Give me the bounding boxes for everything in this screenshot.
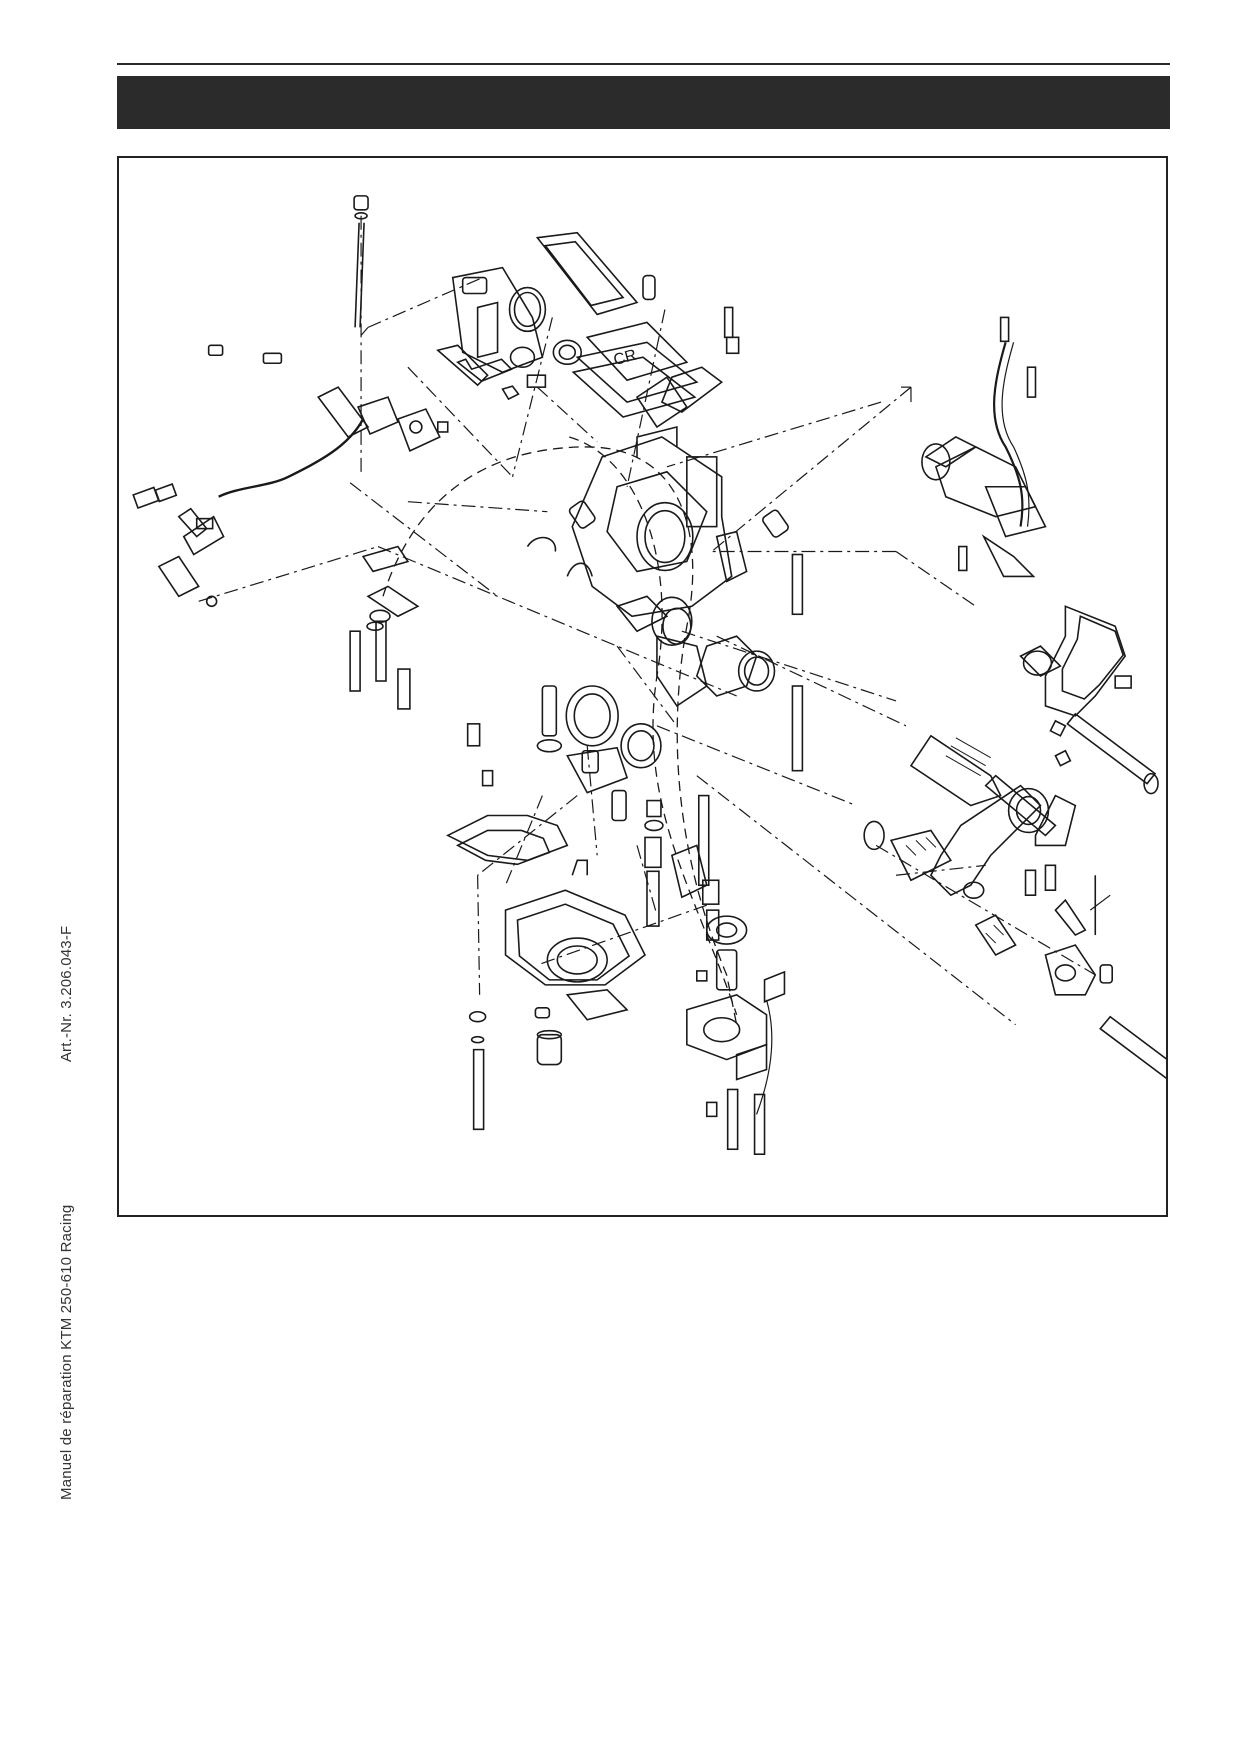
figure-frame: CR [117,156,1168,1217]
margin-running-text: Manuel de réparation KTM 250-610 Racing … [58,600,75,1500]
carburetor-exploded-diagram-icon: CR [132,195,1166,1156]
carb-body [526,366,789,708]
top-parts: CR [436,231,740,418]
article-number: Art.-Nr. 3.206.043-F [58,925,75,1063]
left-parts [132,195,449,608]
float-bowl [445,814,647,1131]
svg-text:CR: CR [612,347,639,369]
throttle-linkage [921,316,1159,795]
jets [397,668,720,941]
top-rule [117,63,1170,65]
manual-title: Manuel de réparation KTM 250-610 Racing [58,1204,75,1500]
choke-spindle [863,719,1166,1080]
header-bar [117,76,1170,129]
accel-pump [686,915,786,1156]
vent-tubes [349,545,804,772]
bracket-lines [901,386,1111,911]
